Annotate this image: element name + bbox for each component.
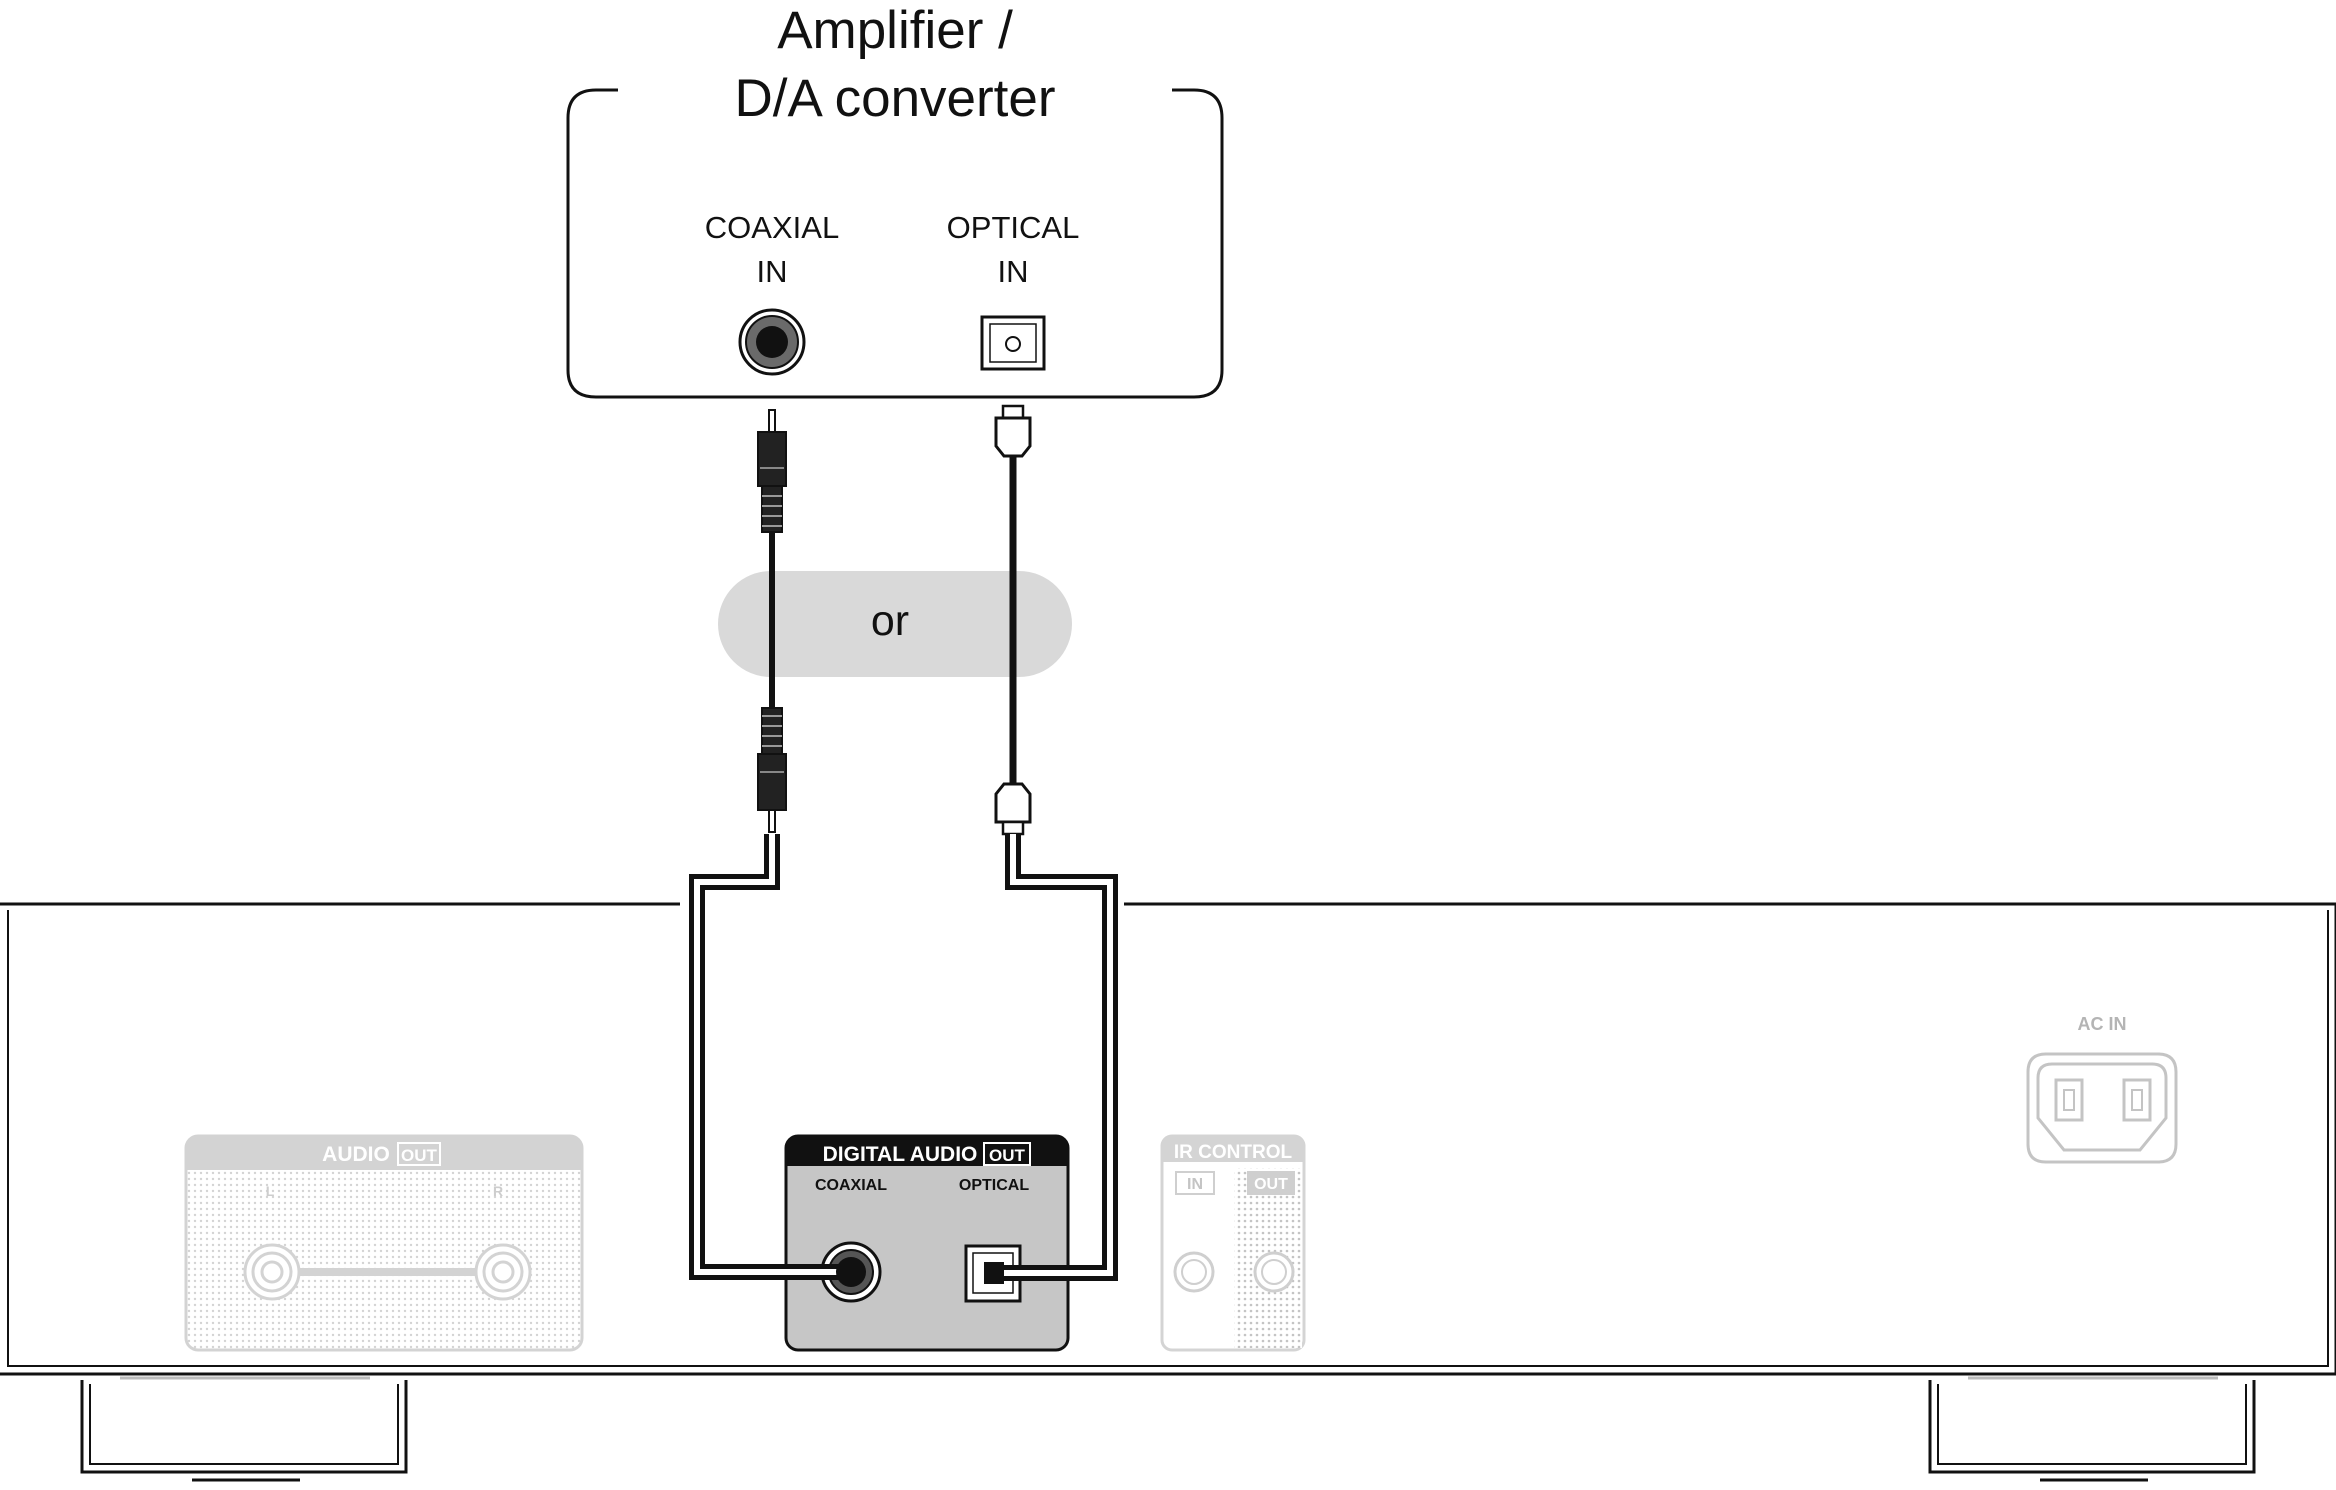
digital-audio-out-title: DIGITAL AUDIO [823,1143,978,1166]
digital-coaxial-label: COAXIAL [815,1177,887,1194]
digital-audio-out-panel: DIGITAL AUDIO OUT COAXIAL OPTICAL [784,1134,1070,1352]
audio-out-left-tag: L [266,1183,275,1199]
ir-control-panel: IR CONTROL IN OUT [1160,1134,1306,1352]
audio-out-right-tag: R [493,1183,503,1199]
ir-control-in-label: IN [1187,1176,1203,1193]
amp-coaxial-jack-icon [738,308,806,376]
coaxial-plug-bottom-icon [757,707,787,833]
ir-control-title: IR CONTROL [1174,1142,1293,1163]
ir-control-out-label: OUT [1254,1176,1288,1193]
amplifier-box-outline [566,88,1224,399]
amplifier-title-line1: Amplifier / [777,1,1013,60]
digital-audio-out-badge: OUT [989,1146,1026,1165]
coaxial-cable [757,409,787,833]
left-foot [80,1376,408,1482]
coaxial-plug-seated-icon [836,1257,866,1287]
optical-plug-bottom-icon [994,782,1032,836]
audio-out-badge: OUT [401,1146,438,1165]
optical-cable [994,404,1032,836]
ir-out-jack-icon [1253,1251,1295,1293]
coaxial-plug-top-icon [757,409,787,533]
amp-coaxial-label-line1: COAXIAL [705,210,839,245]
audio-out-title: AUDIO [322,1143,390,1166]
optical-plug-seated-icon [984,1262,1004,1284]
audio-out-panel: AUDIO OUT L R [184,1134,584,1352]
or-label: or [871,597,909,645]
player-chassis [0,902,2336,1482]
amp-optical-label-line1: OPTICAL [947,210,1080,245]
digital-optical-label: OPTICAL [959,1177,1029,1194]
coaxial-route-line [689,834,851,1280]
ac-in-label: AC IN [2078,1014,2127,1034]
audio-out-left-jack-icon [243,1243,301,1301]
right-foot [1928,1376,2256,1482]
amplifier-unit: Amplifier / D/A converter COAXIAL IN OPT… [566,1,1224,399]
amp-optical-label-line2: IN [998,254,1029,289]
optical-route-line [992,834,1118,1281]
or-bubble [718,571,1072,677]
chassis-cable-gap [680,898,1124,912]
ac-in-socket: AC IN [2026,1014,2178,1164]
amp-optical-jack-icon [980,315,1046,371]
audio-out-right-jack-icon [474,1243,532,1301]
ir-in-jack-icon [1173,1251,1215,1293]
amp-coaxial-label-line2: IN [757,254,788,289]
optical-plug-top-icon [994,404,1032,458]
amplifier-title-line2: D/A converter [734,69,1055,128]
